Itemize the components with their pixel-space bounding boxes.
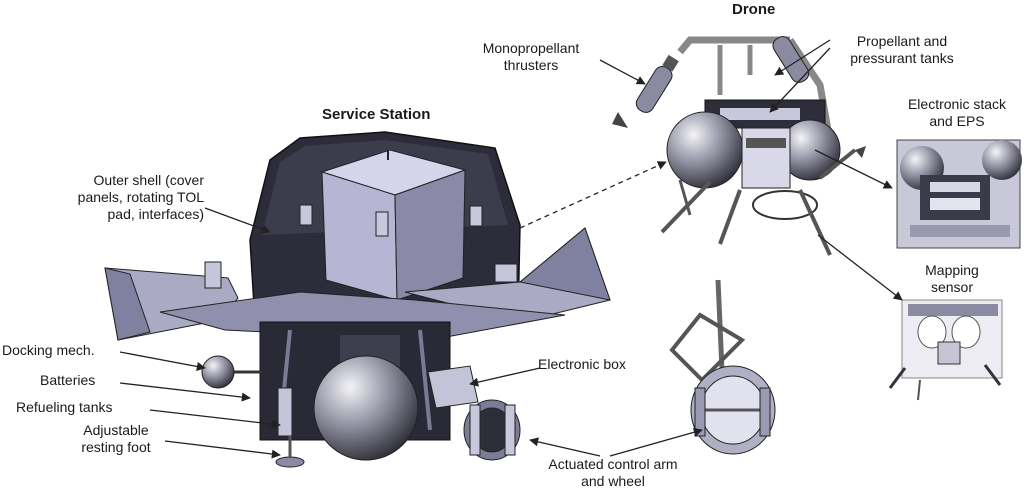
label-electronic-stack: Electronic stack and EPS (907, 96, 1007, 129)
electronic-stack-detail (896, 139, 1022, 249)
drone-illustration (612, 36, 866, 256)
leader-lines (119, 39, 903, 459)
label-refueling-tanks: Refueling tanks (16, 399, 113, 415)
drone-title: Drone (732, 1, 776, 18)
label-control-arm: Actuated control arm and wheel (548, 456, 678, 489)
label-docking-mech: Docking mech. (2, 342, 95, 358)
service-station-title: Service Station (322, 106, 431, 123)
label-electronic-box: Electronic box (538, 356, 626, 372)
control-arm-illustration (669, 279, 776, 455)
label-mapping-sensor: Mapping sensor (925, 262, 979, 295)
label-outer-shell: Outer shell (cover panels, rotating TOL … (77, 172, 204, 222)
label-propellant-tanks: Propellant and pressurant tanks (850, 33, 954, 66)
label-monopropellant: Monopropellant thrusters (482, 40, 580, 73)
mapping-sensor-detail (888, 299, 1003, 401)
service-station-illustration (104, 131, 611, 468)
label-batteries: Batteries (40, 372, 96, 388)
label-resting-foot: Adjustable resting foot (81, 422, 151, 455)
